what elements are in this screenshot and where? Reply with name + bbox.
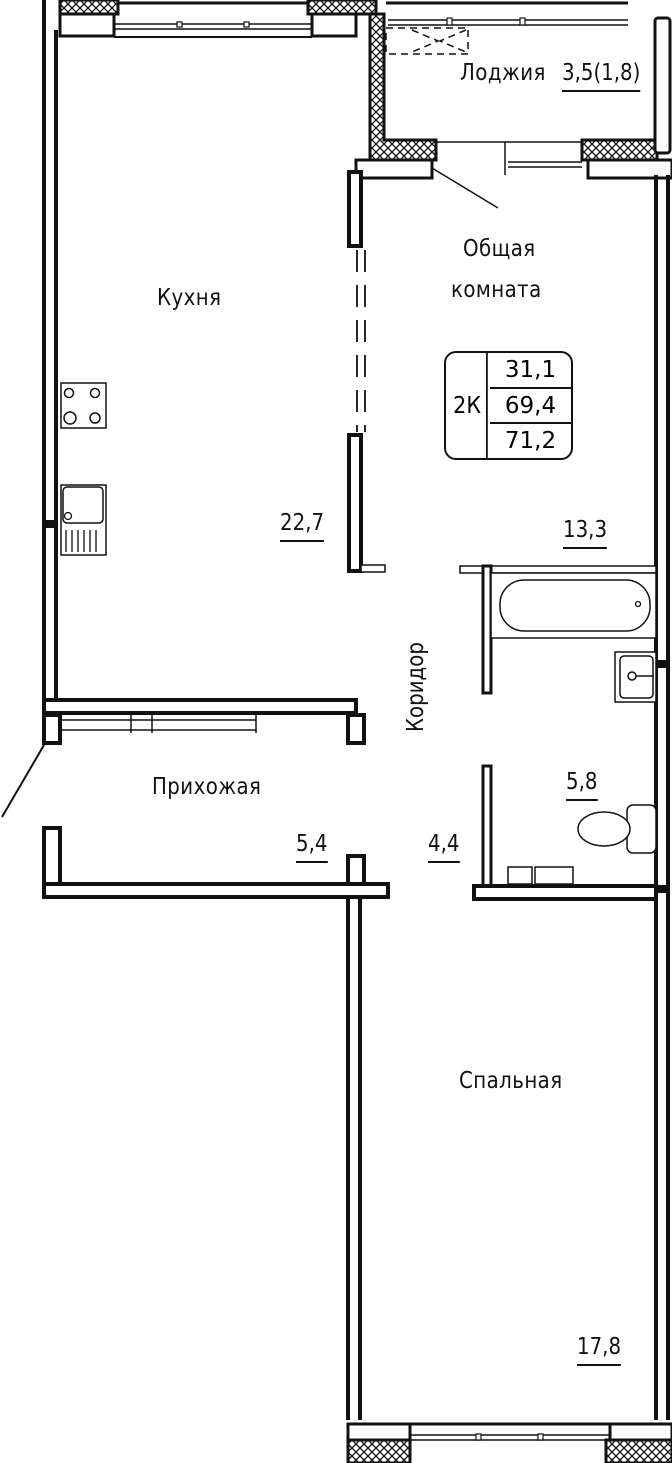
- right-outer-wall: [654, 175, 670, 1420]
- living-room-label-line2: комната: [451, 277, 542, 303]
- living-room-area: 13,3: [563, 519, 608, 549]
- total-area-with-loggia-value: 71,2: [490, 422, 571, 458]
- top-wall-kitchen: [58, 0, 378, 38]
- hallway-label: Прихожая: [152, 774, 262, 800]
- bedroom-walls: [346, 897, 362, 1420]
- apartment-info-badge: 2К 31,1 69,4 71,2: [444, 351, 573, 460]
- bedroom-label: Спальная: [459, 1068, 563, 1094]
- washing-machine-icon: [507, 866, 574, 885]
- bathroom-area: 5,8: [566, 771, 598, 801]
- total-area-value: 69,4: [490, 386, 571, 423]
- bathroom-walls: [459, 564, 658, 901]
- bedroom-area: 17,8: [577, 1336, 622, 1366]
- kitchen-area: 22,7: [280, 512, 325, 542]
- loggia-label: Лоджия: [460, 60, 546, 86]
- living-area-value: 31,1: [504, 356, 557, 383]
- loggia-walls: [354, 1, 672, 209]
- kitchen-living-partition: [347, 170, 386, 573]
- stove-icon: [60, 382, 107, 429]
- hallway-area: 5,4: [296, 833, 328, 863]
- bathtub-icon: [490, 572, 657, 639]
- apartment-type: 2К: [448, 353, 488, 458]
- bottom-wall: [346, 1422, 672, 1463]
- corridor-area: 4,4: [428, 833, 460, 863]
- living-room-label-line1: Общая: [463, 236, 536, 262]
- loggia-area: 3,5(1,8): [562, 62, 641, 92]
- hallway-walls: [1, 698, 390, 899]
- left-outer-wall: [42, 0, 58, 700]
- washbasin-icon: [614, 651, 657, 703]
- corridor-label: Коридор: [403, 642, 429, 732]
- kitchen-label: Кухня: [157, 285, 222, 311]
- toilet-icon: [577, 804, 657, 854]
- kitchen-sink-icon: [60, 484, 107, 556]
